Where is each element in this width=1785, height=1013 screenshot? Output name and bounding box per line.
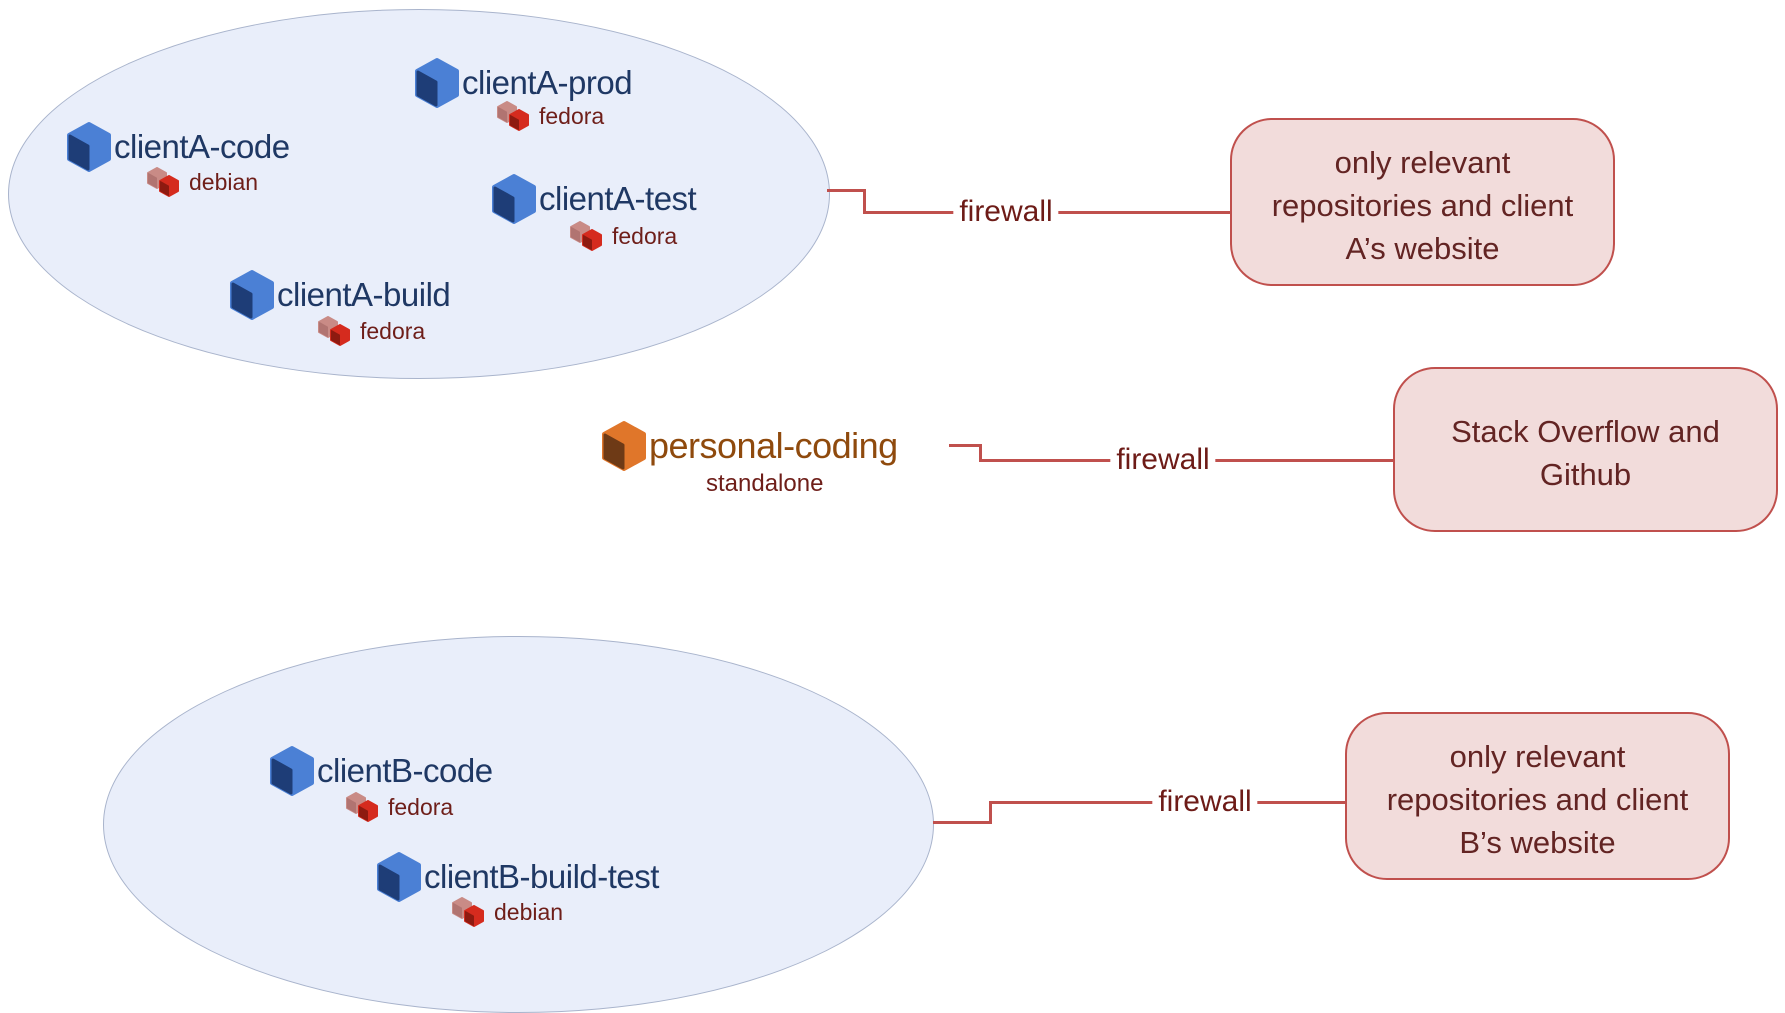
package-cubes-icon — [317, 315, 353, 347]
standalone-label: standalone — [706, 470, 824, 497]
os-label: debian — [494, 898, 564, 925]
node-clientA-prod: clientA-prod — [414, 57, 633, 109]
node-clientB-code: clientB-code — [269, 745, 493, 797]
destination-text-line: Stack Overflow and — [1451, 413, 1720, 449]
connector-b-segment — [979, 444, 982, 462]
container-cube-icon — [414, 57, 460, 109]
connector-a-segment — [827, 189, 866, 192]
destination-text-line: repositories and client — [1386, 781, 1689, 817]
connector-c-segment — [933, 821, 992, 824]
firewall-label-c: firewall — [1152, 785, 1258, 819]
os-tag-clientA-code: debian — [146, 166, 258, 198]
destination-text-line: Github — [1539, 456, 1632, 492]
destination-text-line: only relevant — [1449, 738, 1626, 774]
container-cube-icon — [601, 420, 647, 472]
destination-text-line: B’s website — [1459, 824, 1616, 860]
package-cubes-icon — [496, 100, 532, 132]
node-clientB-build-test: clientB-build-test — [376, 851, 659, 903]
node-label: clientB-build-test — [424, 858, 659, 895]
os-tag-clientB-build-test: debian — [451, 896, 563, 928]
firewall-label-b: firewall — [1110, 443, 1216, 477]
destination-box-clientB: only relevant repositories and client B’… — [1345, 712, 1730, 880]
package-cubes-icon — [146, 166, 182, 198]
destination-text-line: repositories and client — [1271, 187, 1574, 223]
package-cubes-icon — [451, 896, 487, 928]
node-label: clientA-build — [277, 276, 451, 313]
container-cube-icon — [376, 851, 422, 903]
destination-box-clientA: only relevant repositories and client A’… — [1230, 118, 1615, 286]
node-clientA-build: clientA-build — [229, 269, 451, 321]
package-cubes-icon — [345, 791, 381, 823]
os-tag-clientB-code: fedora — [345, 791, 453, 823]
node-clientA-code: clientA-code — [66, 121, 290, 173]
os-label: fedora — [388, 793, 454, 820]
connector-c-segment — [989, 801, 992, 824]
node-label: clientA-test — [539, 180, 697, 217]
container-cube-icon — [229, 269, 275, 321]
node-clientA-test: clientA-test — [491, 173, 697, 225]
os-label: fedora — [539, 102, 605, 129]
container-cube-icon — [269, 745, 315, 797]
os-tag-clientA-build: fedora — [317, 315, 425, 347]
os-label: debian — [189, 168, 259, 195]
destination-box-personal: Stack Overflow and Github — [1393, 367, 1778, 532]
node-personal-coding: personal-coding — [601, 420, 898, 472]
destination-text-line: only relevant — [1334, 144, 1511, 180]
package-cubes-icon — [569, 220, 605, 252]
group-ellipse-clientB — [103, 636, 934, 1013]
os-tag-clientA-test: fedora — [569, 220, 677, 252]
node-label: personal-coding — [649, 425, 898, 466]
destination-text-line: A’s website — [1345, 230, 1500, 266]
node-label: clientA-prod — [462, 64, 633, 101]
connector-a-segment — [863, 189, 866, 214]
connector-b-segment — [949, 444, 982, 447]
os-label: fedora — [612, 222, 678, 249]
container-cube-icon — [66, 121, 112, 173]
os-tag-clientA-prod: fedora — [496, 100, 604, 132]
os-label: fedora — [360, 317, 426, 344]
node-label: clientA-code — [114, 128, 290, 165]
container-cube-icon — [491, 173, 537, 225]
node-label: clientB-code — [317, 752, 493, 789]
firewall-label-a: firewall — [953, 195, 1059, 229]
